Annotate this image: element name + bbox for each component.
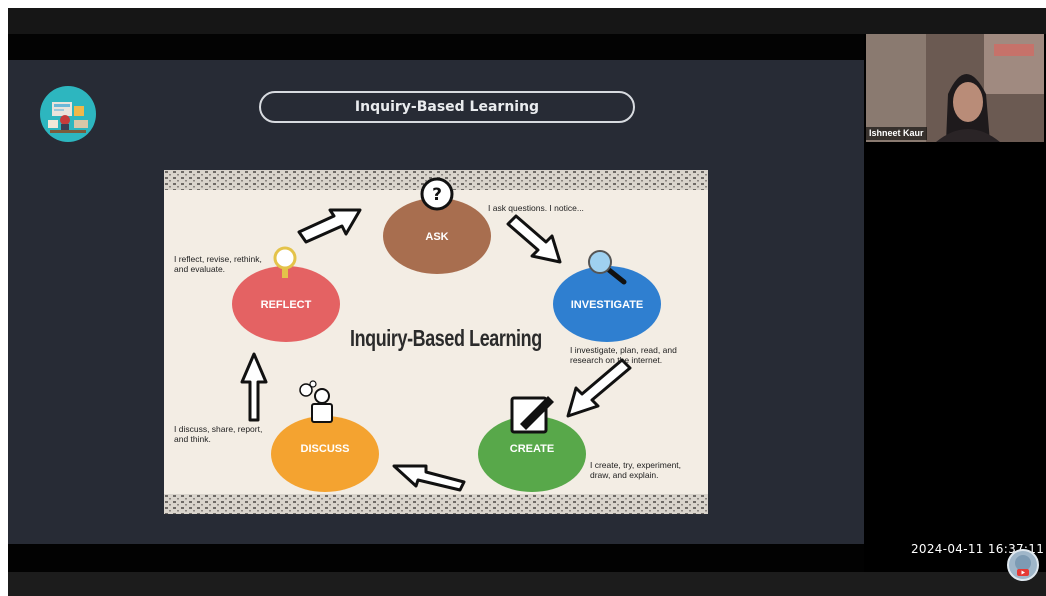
stage-discuss-label: DISCUSS: [301, 443, 350, 455]
caption-investigate: I investigate, plan, read, and research …: [570, 345, 677, 365]
youtube-icon[interactable]: [1007, 549, 1039, 581]
participant-name: Ishneet Kaur: [866, 127, 927, 140]
slide-bottom-bar: [8, 544, 864, 572]
arrow-investigate-to-create: [566, 358, 632, 418]
dotted-border-bottom: [164, 494, 708, 514]
caption-create: I create, try, experiment, draw, and exp…: [590, 460, 682, 480]
stage-ask-label: ASK: [425, 231, 448, 243]
diagram-shapes: ? ASK INVESTIGATE CREATE DISCUSS REFLEC: [232, 177, 661, 492]
stage-reflect-ellipse: [232, 266, 340, 342]
stage-create-ellipse: [478, 416, 586, 492]
arrow-discuss-to-reflect: [240, 352, 268, 422]
stage-ask-ellipse: [383, 198, 491, 274]
classroom-logo-icon: [40, 86, 96, 142]
stage-create-label: CREATE: [510, 443, 554, 455]
arrow-ask-to-investigate: [506, 214, 562, 264]
svg-text:?: ?: [432, 185, 442, 205]
lightbulb-icon: [273, 246, 297, 278]
slide-top-bar: [8, 34, 864, 60]
stage-investigate-ellipse: [553, 266, 661, 342]
caption-reflect: I reflect, revise, rethink, and evaluate…: [174, 254, 262, 274]
arrow-create-to-discuss: [392, 464, 466, 492]
stage-discuss-ellipse: [271, 416, 379, 492]
recording-timestamp: 2024-04-11 16:37:11: [911, 542, 1045, 556]
caption-ask: I ask questions. I notice...: [488, 203, 584, 213]
slide-title: Inquiry-Based Learning: [259, 91, 635, 123]
stage-investigate-label: INVESTIGATE: [571, 299, 644, 311]
participant-video[interactable]: [866, 34, 1044, 142]
stage-reflect-label: REFLECT: [261, 299, 312, 311]
person-speech-icon: [299, 380, 333, 423]
question-mark-icon: ?: [420, 177, 454, 211]
caption-discuss: I discuss, share, report, and think.: [174, 424, 263, 444]
pencil-edit-icon: [510, 396, 554, 434]
magnifier-icon: [588, 250, 627, 285]
lower-strip: [8, 572, 1046, 596]
diagram-center-title: Inquiry-Based Learning: [350, 325, 542, 351]
arrow-reflect-to-ask: [297, 208, 362, 244]
inquiry-diagram: ? ASK INVESTIGATE CREATE DISCUSS REFLEC: [164, 170, 708, 514]
